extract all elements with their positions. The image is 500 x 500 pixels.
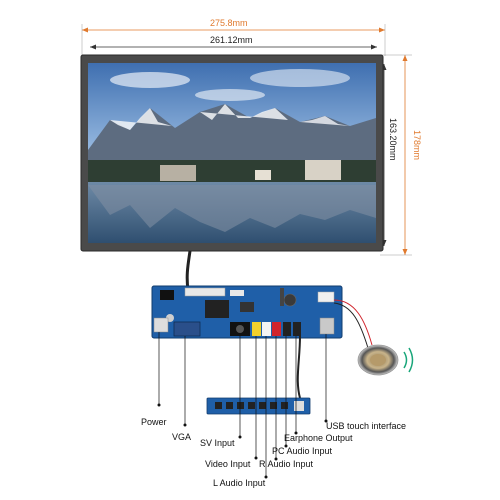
controller-board — [151, 285, 343, 339]
lcd-ribbon-cable — [185, 250, 192, 291]
main-chip — [205, 300, 229, 318]
keypad-cable — [296, 335, 301, 399]
speaker — [357, 344, 399, 376]
inner-width-label: 261.12mm — [210, 35, 253, 45]
keypad-board — [206, 397, 311, 415]
power-jack — [153, 317, 169, 333]
inner-height-label: 163.20mm — [388, 118, 398, 161]
label-power: Power — [141, 417, 167, 427]
callout-dots — [157, 403, 328, 479]
label-video-input: Video Input — [205, 459, 251, 469]
label-pc-audio: PC Audio Input — [272, 446, 333, 456]
label-usb-touch: USB touch interface — [326, 421, 406, 431]
dimension-outer-height: 178mm — [380, 54, 422, 256]
callout-lines — [158, 332, 327, 477]
label-l-audio: L Audio Input — [213, 478, 266, 488]
sound-waves-icon — [403, 347, 414, 373]
outer-width-label: 275.8mm — [210, 18, 248, 28]
building — [160, 165, 196, 181]
label-r-audio: R Audio Input — [259, 459, 314, 469]
label-earphone: Earphone Output — [284, 433, 353, 443]
video-rca — [252, 322, 261, 336]
label-sv-input: SV Input — [200, 438, 235, 448]
earphone-jack — [293, 322, 301, 336]
vga-port — [173, 321, 201, 337]
label-vga: VGA — [172, 432, 191, 442]
usb-port — [319, 317, 335, 335]
pc-audio-jack — [283, 322, 291, 336]
r-audio-rca — [272, 322, 281, 336]
dimension-inner-width: 261.12mm — [90, 35, 377, 50]
l-audio-rca — [262, 322, 271, 336]
dimension-inner-height: 163.20mm — [381, 64, 398, 246]
hotel — [305, 160, 341, 180]
lcd-panel — [80, 54, 384, 252]
outer-height-label: 178mm — [412, 130, 422, 160]
dimension-outer-width: 275.8mm — [81, 18, 386, 56]
